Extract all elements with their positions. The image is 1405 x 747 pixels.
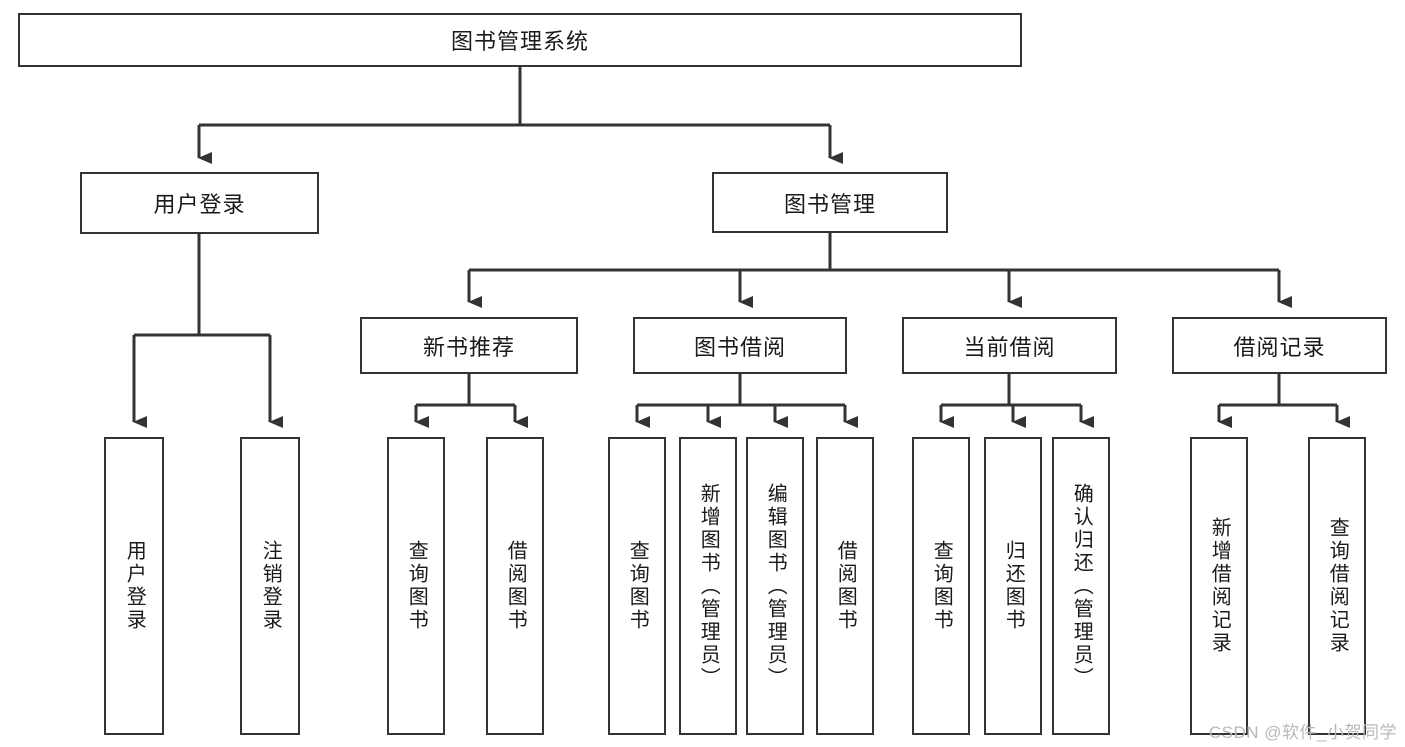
node-leaf-query-book-3[interactable]: 查询图书 [912, 437, 970, 735]
node-leaf-query-record[interactable]: 查询借阅记录 [1308, 437, 1366, 735]
node-leaf-query-book-1-label: 查询图书 [405, 540, 428, 632]
node-leaf-query-record-label: 查询借阅记录 [1326, 517, 1349, 655]
node-leaf-add-book-label: 新增图书（管理员） [697, 482, 720, 690]
node-leaf-confirm-return[interactable]: 确认归还（管理员） [1052, 437, 1110, 735]
node-user-login-label: 用户登录 [153, 192, 246, 217]
node-leaf-borrow-book-2-label: 借阅图书 [834, 540, 857, 632]
node-root[interactable]: 图书管理系统 [18, 13, 1022, 67]
node-leaf-edit-book[interactable]: 编辑图书（管理员） [746, 437, 804, 735]
node-new-book-recommend-label: 新书推荐 [422, 334, 515, 360]
node-book-manage[interactable]: 图书管理 [712, 172, 948, 233]
node-current-borrow-label: 当前借阅 [963, 334, 1056, 360]
node-leaf-user-login[interactable]: 用户登录 [104, 437, 164, 735]
node-leaf-add-book[interactable]: 新增图书（管理员） [679, 437, 737, 735]
node-leaf-add-record[interactable]: 新增借阅记录 [1190, 437, 1248, 735]
node-leaf-confirm-return-label: 确认归还（管理员） [1070, 482, 1093, 690]
node-current-borrow[interactable]: 当前借阅 [902, 317, 1117, 374]
node-leaf-logout-label: 注销登录 [259, 540, 282, 632]
node-leaf-borrow-book-1-label: 借阅图书 [504, 540, 527, 632]
node-borrow-record[interactable]: 借阅记录 [1172, 317, 1387, 374]
node-leaf-borrow-book-2[interactable]: 借阅图书 [816, 437, 874, 735]
node-book-borrow[interactable]: 图书借阅 [633, 317, 847, 374]
node-leaf-query-book-3-label: 查询图书 [930, 540, 953, 632]
node-book-manage-label: 图书管理 [783, 191, 876, 217]
node-leaf-user-login-label: 用户登录 [123, 540, 146, 632]
node-leaf-logout[interactable]: 注销登录 [240, 437, 300, 735]
node-borrow-record-label: 借阅记录 [1233, 334, 1326, 360]
node-leaf-borrow-book-1[interactable]: 借阅图书 [486, 437, 544, 735]
node-leaf-query-book-2[interactable]: 查询图书 [608, 437, 666, 735]
node-user-login[interactable]: 用户登录 [80, 172, 319, 234]
node-leaf-add-record-label: 新增借阅记录 [1208, 517, 1231, 655]
node-leaf-return-book-label: 归还图书 [1002, 540, 1025, 632]
node-leaf-return-book[interactable]: 归还图书 [984, 437, 1042, 735]
watermark-text: CSDN @软件_小贺同学 [1208, 723, 1397, 742]
node-root-label: 图书管理系统 [450, 29, 589, 54]
node-book-borrow-label: 图书借阅 [693, 334, 786, 360]
node-leaf-query-book-1[interactable]: 查询图书 [387, 437, 445, 735]
node-new-book-recommend[interactable]: 新书推荐 [360, 317, 578, 374]
node-leaf-edit-book-label: 编辑图书（管理员） [764, 482, 787, 690]
node-leaf-query-book-2-label: 查询图书 [626, 540, 649, 632]
